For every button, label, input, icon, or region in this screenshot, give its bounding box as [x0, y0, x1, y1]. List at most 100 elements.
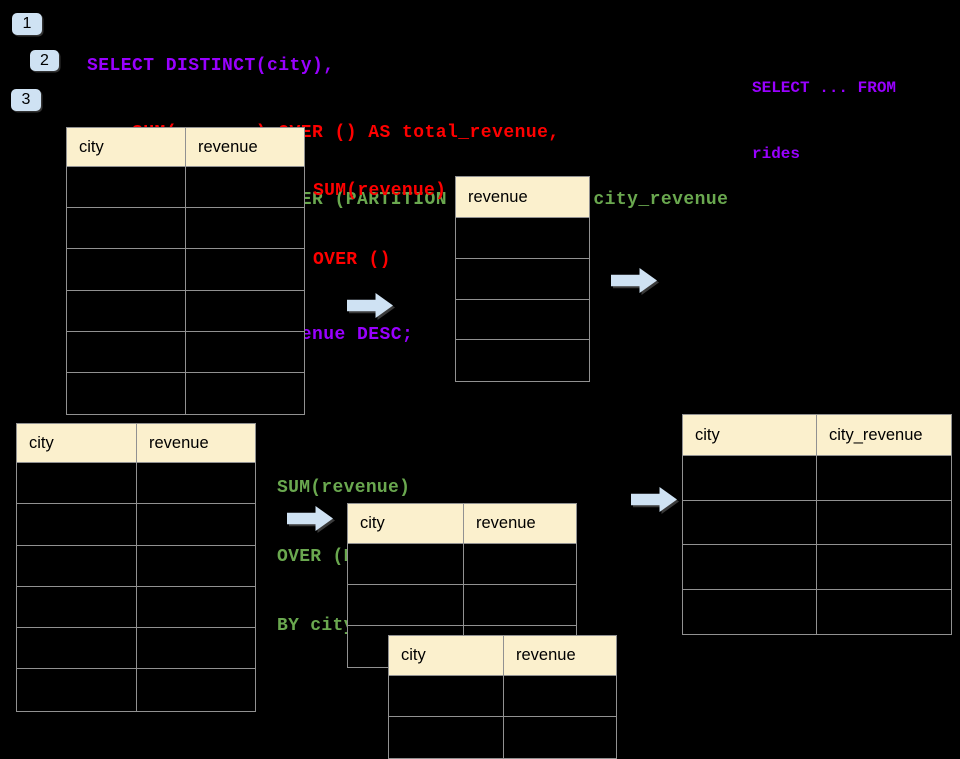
table-row — [67, 249, 304, 291]
table-cell — [683, 589, 817, 634]
table-cell — [17, 463, 137, 504]
annotation-line: SUM(revenue) — [313, 181, 447, 201]
table-row — [683, 545, 951, 590]
table-cell — [17, 504, 137, 545]
annotation-sum-over-all: SUM(revenue) OVER () — [313, 134, 446, 318]
table-cell — [67, 372, 186, 415]
table-row — [456, 299, 589, 341]
table-row — [348, 585, 576, 626]
table-row — [17, 463, 255, 505]
table-row — [17, 628, 255, 670]
table-cell — [348, 544, 464, 584]
step-badge-1: 1 — [12, 13, 42, 35]
table-row — [17, 586, 255, 629]
column-header: revenue — [476, 514, 536, 532]
arrow-right-icon — [611, 268, 657, 293]
table-row — [389, 717, 616, 758]
table-cell — [504, 717, 616, 758]
table-row — [17, 669, 255, 711]
table-cell — [67, 208, 186, 249]
table-cell — [817, 545, 951, 589]
table-cell — [456, 258, 589, 299]
table-row — [683, 456, 951, 501]
table-cell — [137, 504, 255, 545]
table-row — [17, 504, 255, 546]
slide-canvas: 1 2 3 SELECT DISTINCT(city), SUM(revenue… — [11, 13, 952, 759]
side-note-line: rides — [752, 145, 801, 163]
table-row — [67, 372, 304, 415]
table-cell — [464, 544, 576, 584]
table-cell — [137, 628, 255, 669]
table-row — [456, 258, 589, 300]
table-row — [456, 218, 589, 259]
column-header: revenue — [149, 433, 209, 452]
table-cell — [186, 167, 304, 208]
column-header: revenue — [516, 646, 576, 664]
table-rides-source-bottom: city revenue — [16, 423, 256, 712]
step-badge-3: 3 — [11, 89, 41, 111]
table-cell — [186, 372, 304, 415]
table-cell — [137, 586, 255, 628]
table-row — [17, 545, 255, 587]
table-cell — [389, 717, 504, 758]
table-cell — [17, 628, 137, 669]
table-row — [683, 500, 951, 545]
table-cell — [67, 167, 186, 208]
side-note-select-from-rides: SELECT ... FROM rides — [752, 33, 896, 209]
table-cell — [683, 545, 817, 589]
arrow-right-icon — [631, 487, 677, 512]
table-cell — [17, 586, 137, 628]
column-header: city — [67, 128, 186, 166]
annotation-line: SUM(revenue) — [277, 478, 411, 498]
table-cell — [67, 331, 186, 372]
table-cell — [67, 290, 186, 331]
table-cell — [683, 456, 817, 500]
table-row — [348, 544, 576, 585]
table-cell — [456, 218, 589, 258]
table-cell — [67, 249, 186, 290]
column-header: city — [348, 504, 464, 543]
table-cell — [186, 249, 304, 290]
annotation-line: OVER () — [313, 250, 391, 270]
table-city-revenue-result: city city_revenue — [682, 414, 952, 635]
table-cell — [817, 589, 951, 634]
table-cell — [137, 545, 255, 586]
table-cell — [456, 340, 589, 382]
arrow-right-icon — [287, 506, 333, 531]
column-header: city — [389, 636, 504, 675]
side-note-line: SELECT ... FROM — [752, 79, 897, 97]
arrow-right-icon — [347, 293, 393, 318]
table-rides-source-top: city revenue — [66, 127, 305, 416]
column-header: revenue — [468, 187, 528, 206]
table-row — [67, 290, 304, 332]
sql-line-select: SELECT DISTINCT(city), — [87, 55, 335, 76]
table-row — [67, 208, 304, 250]
table-row — [456, 340, 589, 382]
table-cell — [683, 500, 817, 544]
table-row — [67, 331, 304, 373]
table-cell — [17, 669, 137, 711]
column-header: city — [683, 415, 817, 455]
column-header: city_revenue — [829, 425, 923, 444]
column-header: city — [17, 424, 137, 462]
column-header: revenue — [198, 137, 258, 156]
table-cell — [186, 290, 304, 331]
table-cell — [348, 585, 464, 625]
table-cell — [817, 456, 951, 500]
table-partition-intermediate-2: city revenue — [388, 635, 617, 759]
table-row — [683, 589, 951, 634]
table-cell — [137, 463, 255, 504]
table-cell — [137, 669, 255, 711]
table-cell — [504, 676, 616, 716]
table-total-revenue-result: revenue — [455, 176, 590, 383]
table-cell — [464, 585, 576, 625]
table-cell — [817, 500, 951, 544]
table-cell — [186, 331, 304, 372]
step-badge-2: 2 — [30, 50, 59, 71]
table-row — [67, 167, 304, 209]
table-cell — [456, 299, 589, 340]
table-row — [389, 676, 616, 717]
table-cell — [389, 676, 504, 716]
table-cell — [186, 208, 304, 249]
table-cell — [17, 545, 137, 586]
